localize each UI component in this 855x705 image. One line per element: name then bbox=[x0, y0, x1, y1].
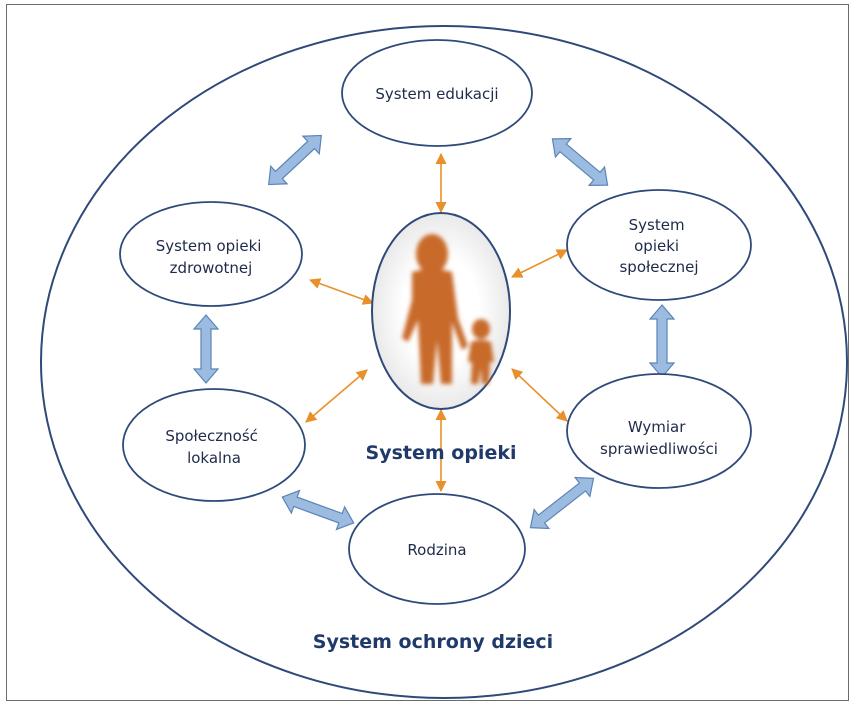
label-sprawiedliwosc-line2: sprawiedliwości bbox=[600, 440, 718, 458]
node-sprawiedliwosc bbox=[566, 373, 752, 489]
label-edukacja: System edukacji bbox=[375, 85, 498, 103]
block-arrow-spoleczna-sprawiedliwosc bbox=[648, 304, 676, 378]
label-spoleczna-line1: System bbox=[629, 216, 685, 234]
arrow-center-zdrowie bbox=[308, 278, 375, 305]
label-lokalna-line1: Społeczność bbox=[165, 427, 258, 445]
orange-arrows bbox=[305, 152, 569, 493]
node-zdrowie bbox=[119, 201, 303, 307]
label-rodzina: Rodzina bbox=[407, 541, 466, 559]
label-lokalna: Społeczność lokalna bbox=[165, 427, 262, 467]
label-sprawiedliwosc-line1: Wymiar bbox=[628, 418, 686, 436]
diagram-frame bbox=[6, 4, 849, 701]
label-spoleczna: System opieki społecznej bbox=[619, 216, 698, 276]
parent-child-figure bbox=[402, 234, 494, 384]
center-caption: System opieki bbox=[366, 442, 517, 464]
block-arrow-zdrowie-lokalna bbox=[192, 314, 220, 384]
node-lokalna bbox=[122, 388, 306, 502]
label-zdrowie: System opieki zdrowotnej bbox=[156, 237, 266, 277]
node-rodzina bbox=[348, 493, 526, 605]
label-spoleczna-line2: opieki bbox=[634, 237, 679, 255]
label-lokalna-line2: lokalna bbox=[187, 449, 241, 467]
block-arrow-zdrowie-edukacja bbox=[267, 134, 323, 186]
label-edukacja-line1: System edukacji bbox=[375, 85, 498, 103]
outer-caption: System ochrony dzieci bbox=[313, 631, 553, 653]
arrow-center-spoleczna bbox=[510, 249, 569, 278]
node-edukacja bbox=[341, 39, 533, 147]
block-arrow-edukacja-spoleczna bbox=[551, 138, 609, 186]
label-rodzina-line1: Rodzina bbox=[407, 541, 466, 559]
blue-arrows bbox=[192, 134, 676, 531]
outer-ellipse bbox=[40, 25, 848, 699]
node-spoleczna bbox=[566, 189, 752, 301]
label-zdrowie-line1: System opieki bbox=[156, 237, 262, 255]
block-arrow-lokalna-rodzina bbox=[281, 489, 355, 531]
block-arrow-rodzina-sprawiedliwosc bbox=[529, 476, 595, 530]
label-zdrowie-line2: zdrowotnej bbox=[170, 259, 253, 277]
label-sprawiedliwosc: Wymiar sprawiedliwości bbox=[600, 418, 718, 458]
label-spoleczna-line3: społecznej bbox=[619, 258, 698, 276]
arrow-center-sprawiedliwosc bbox=[511, 368, 568, 422]
node-ellipses bbox=[119, 39, 752, 605]
arrow-center-lokalna bbox=[305, 369, 368, 423]
